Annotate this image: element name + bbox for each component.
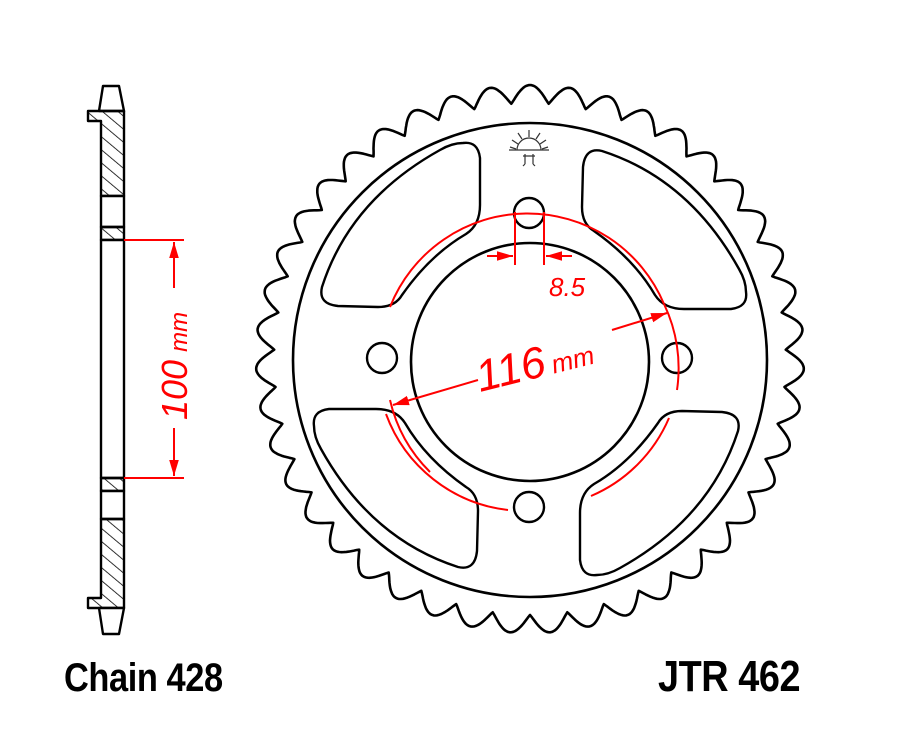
side-view-tooth-top <box>97 84 126 113</box>
lightening-cutout <box>578 409 740 577</box>
sprocket-rim-circle <box>291 121 769 599</box>
sprocket-center-bore <box>409 241 651 483</box>
lightening-cutout <box>320 141 482 309</box>
sun-logo-icon <box>509 130 549 167</box>
side-view-hatch-lower-hub <box>99 476 126 493</box>
bolt-hole-label: 8.5 <box>549 272 586 302</box>
part-number-caption: JTR 462 <box>658 652 801 701</box>
bolt-hole <box>365 341 399 375</box>
bore-dimension-label: 100mm <box>154 312 195 420</box>
bolt-hole-dimension-8-5 <box>487 212 572 265</box>
side-view-hatch-top <box>86 109 126 198</box>
lightening-cutout <box>580 149 748 311</box>
side-view-tooth-bottom <box>97 606 126 636</box>
bolt-hole <box>512 490 546 524</box>
sprocket-front-view <box>254 83 806 634</box>
lightening-cutout <box>312 407 480 569</box>
chain-size-caption: Chain 428 <box>64 656 223 700</box>
side-view-profile <box>86 84 126 636</box>
side-view-hub <box>99 238 126 480</box>
bolt-circle-dimension-116mm <box>385 212 680 511</box>
side-view-hatch-upper-hub <box>99 225 126 242</box>
bolt-circle-label: 116mm <box>471 325 599 401</box>
sprocket-teeth-outline <box>254 83 806 634</box>
side-view-hatch-bottom <box>86 517 126 610</box>
lightening-cutouts <box>312 141 748 577</box>
bore-dimension-100mm <box>124 239 184 479</box>
